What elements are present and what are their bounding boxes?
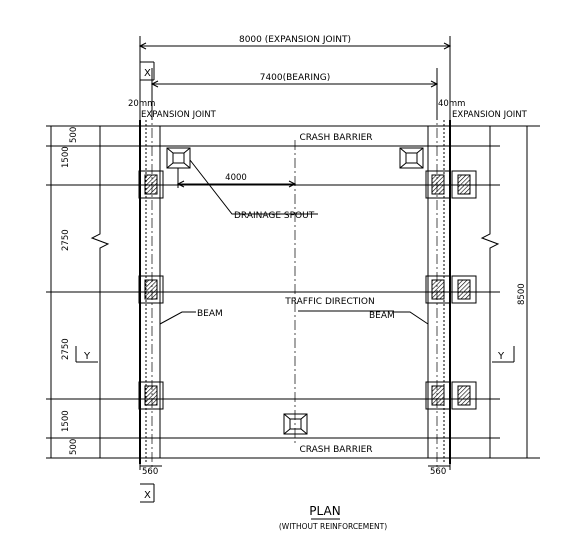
beam-left-label: BEAM	[197, 309, 223, 319]
dimension-bottom-560: 560 560	[140, 465, 450, 477]
dim-2750-b: 2750	[61, 338, 71, 360]
dim-500-bottom: 500	[69, 439, 79, 455]
dim-8500: 8500	[517, 283, 527, 305]
drawing-title: PLAN	[309, 504, 340, 518]
beam-left-leader	[159, 311, 196, 325]
dimension-chain-left: 500 1500 2750 2750 1500 500	[50, 126, 79, 458]
bearings	[138, 170, 477, 410]
section-y-right-label: Y	[497, 351, 505, 362]
dim-500-top: 500	[69, 127, 79, 143]
section-x-top-label: X	[144, 68, 151, 79]
beam-right-label: BEAM	[369, 311, 395, 321]
dimension-bearing-label: 7400(BEARING)	[260, 73, 331, 83]
break-line-right	[480, 126, 500, 458]
dim-560-right: 560	[430, 467, 446, 477]
drainage-spout-label: DRAINAGE SPOUT	[234, 211, 315, 221]
drainage-spout-bottom-centre	[283, 413, 308, 435]
drainage-spout-top-right	[399, 147, 424, 169]
expansion-joint-left-label: EXPANSION JOINT	[141, 110, 217, 120]
section-marker-x-top: X	[140, 61, 155, 81]
section-marker-y-left: Y	[75, 346, 98, 363]
dimension-offset: 4000	[176, 168, 297, 188]
dim-560-left: 560	[142, 467, 158, 477]
dim-4000: 4000	[225, 173, 247, 183]
dim-1500-top: 1500	[61, 146, 71, 168]
expansion-joint-right-label: EXPANSION JOINT	[452, 110, 528, 120]
plan-horizontal-lines	[46, 125, 540, 459]
gap-right-label: 40mm	[438, 99, 465, 109]
crash-barrier-top-label: CRASH BARRIER	[299, 133, 372, 143]
drainage-leader	[189, 159, 318, 215]
section-marker-x-bottom: X	[140, 483, 155, 503]
dimension-overall-label: 8000 (EXPANSION JOINT)	[239, 35, 351, 45]
drainage-spout-top-left	[166, 147, 191, 169]
section-y-left-label: Y	[83, 351, 91, 362]
section-x-bottom-label: X	[144, 490, 151, 501]
section-marker-y-right: Y	[492, 346, 515, 363]
drawing-subtitle: (WITHOUT REINFORCEMENT)	[279, 522, 387, 531]
beam-right-leader	[394, 311, 429, 325]
dimension-bearing: 7400(BEARING)	[150, 68, 439, 120]
traffic-direction-label: TRAFFIC DIRECTION	[284, 297, 374, 307]
dim-2750-a: 2750	[61, 229, 71, 251]
break-line-left	[90, 126, 110, 458]
gap-left-label: 20mm	[128, 99, 155, 109]
dim-1500-bottom: 1500	[61, 410, 71, 432]
crash-barrier-bottom-label: CRASH BARRIER	[299, 445, 372, 455]
dimension-height-right: 8500	[517, 126, 528, 458]
